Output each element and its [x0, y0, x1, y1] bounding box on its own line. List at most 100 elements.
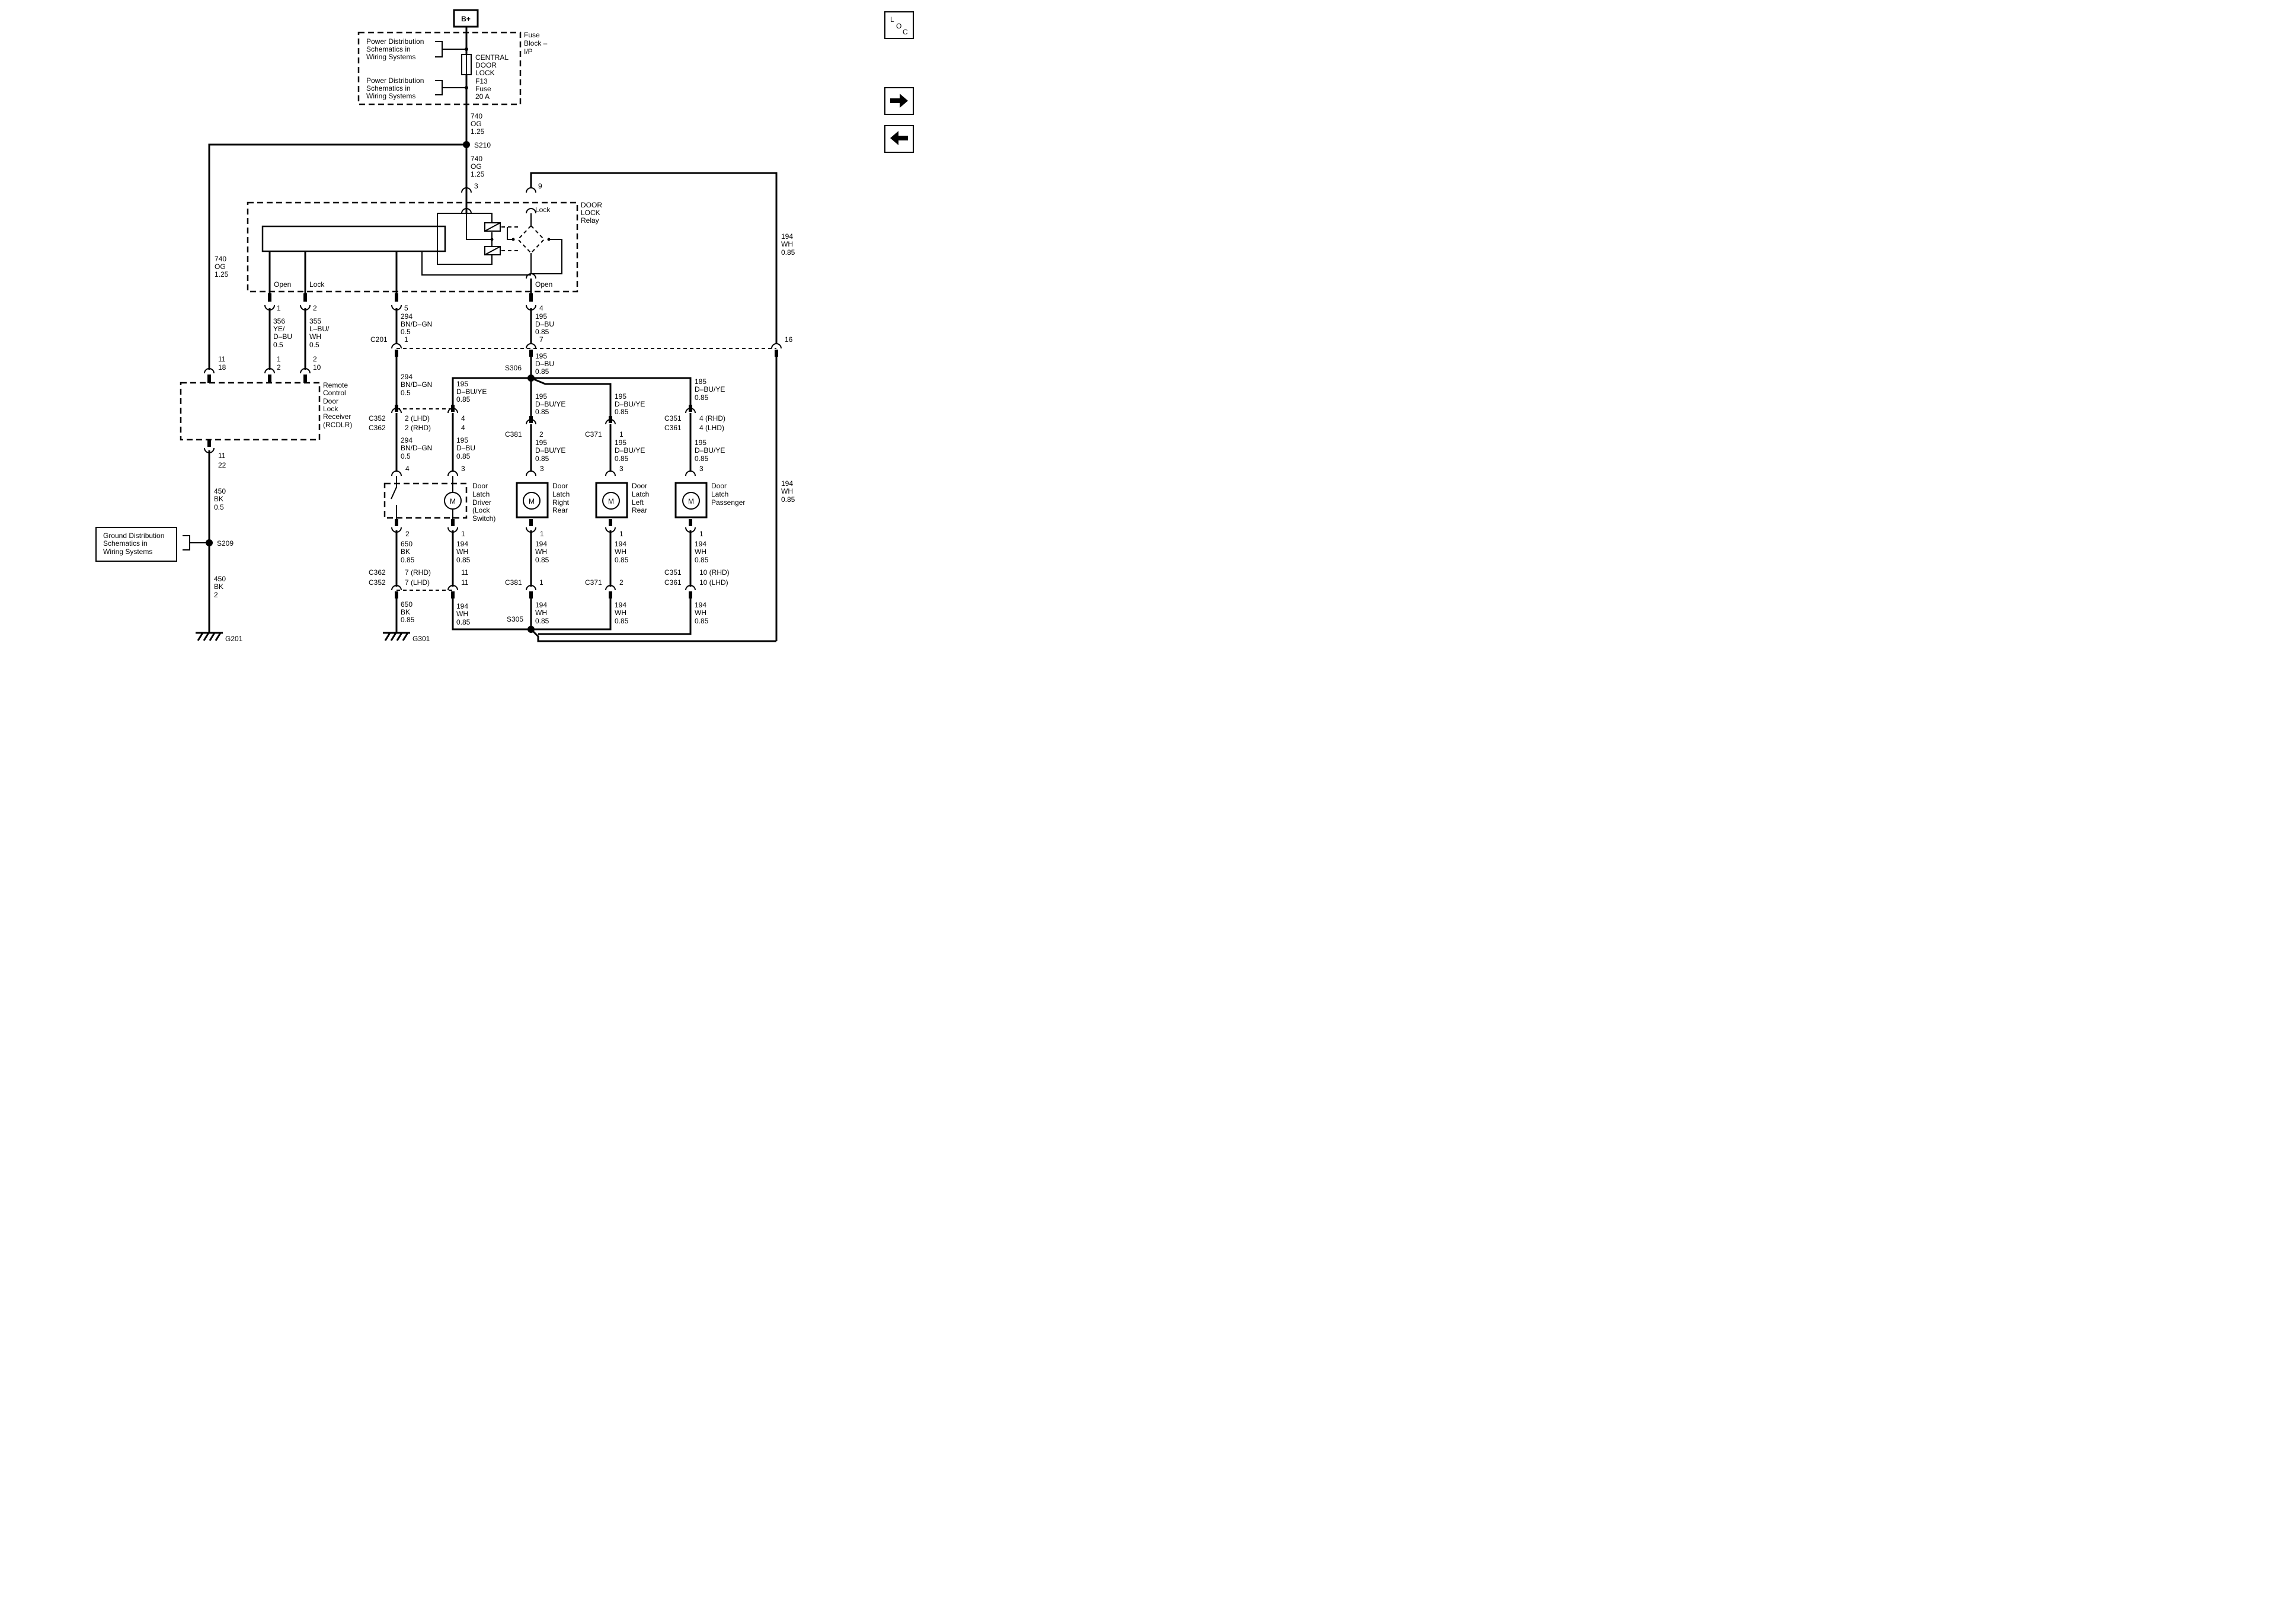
fuse-f13-label: CENTRAL DOOR LOCK F13 Fuse 20 A — [475, 53, 510, 101]
splice-s305-label: S305 — [507, 615, 523, 623]
fuse-block-label: Fuse Block – I/P — [524, 31, 549, 56]
c201-pin-1: 1 — [404, 335, 408, 344]
relay-lock-label: Lock — [535, 206, 551, 214]
door-lock-relay-label: DOOR LOCK Relay — [581, 201, 604, 225]
relay-pin-5: 5 — [404, 304, 408, 312]
driver-switch-pin-2: 2 — [405, 530, 410, 538]
lr-motor-pin-3: 3 — [619, 465, 623, 473]
rr-motor-pin-1: 1 — [540, 530, 544, 538]
ground-dist-ref-box — [95, 527, 177, 562]
rr-motor-pin-3: 3 — [540, 465, 544, 473]
arrow-left-icon[interactable] — [884, 125, 914, 153]
connector-c371-b: C371 — [585, 578, 602, 587]
wire-194-top — [465, 172, 778, 344]
pd-ref-2: Power Distribution Schematics in Wiring … — [366, 76, 426, 100]
loc-letter-o: O — [896, 22, 901, 30]
motor-passenger-icon — [682, 492, 700, 510]
connector-c381-b: C381 — [505, 578, 522, 587]
motor-rr-letter: M — [529, 497, 535, 505]
connector-c381: C381 — [505, 430, 522, 438]
relay-lock-left: Lock — [309, 280, 325, 289]
relay-logic-block — [261, 225, 446, 252]
splice-s306-label: S306 — [505, 364, 522, 372]
driver-latch-outline — [383, 482, 468, 519]
wire-740-to-rcdlr — [208, 143, 466, 370]
c362-pins: 7 (RHD)7 (LHD) — [405, 568, 431, 587]
ground-g301-icon — [383, 632, 410, 641]
relay-pin-2: 2 — [313, 304, 317, 312]
loc-letter-l: L — [890, 15, 894, 24]
pass-motor-pin-3: 3 — [699, 465, 703, 473]
motor-lr-letter: M — [608, 497, 614, 505]
motor-driver-icon — [444, 492, 462, 510]
loc-icon[interactable]: L O C — [884, 11, 914, 39]
c351-pins: 4 (RHD)4 (LHD) — [699, 414, 725, 432]
battery-terminal: B+ — [453, 9, 479, 28]
connector-c371: C371 — [585, 430, 602, 438]
wire-740-top: 740 OG 1.25 — [471, 112, 485, 136]
motor-pass-letter: M — [688, 497, 694, 505]
connector-c201: C201 — [370, 335, 388, 344]
pd-ref-1: Power Distribution Schematics in Wiring … — [366, 37, 426, 61]
relay-open-left: Open — [274, 280, 291, 289]
loc-letter-c: C — [903, 28, 908, 36]
ground-g301-label: G301 — [412, 635, 430, 643]
ground-g201-label: G201 — [225, 635, 243, 643]
relay-pin-9: 9 — [538, 182, 542, 190]
driver-motor-pin-1: 1 — [461, 530, 465, 538]
pd-ref-1-bracket — [435, 41, 466, 57]
c381-b-pin: 1 — [539, 578, 543, 587]
wire-740-left: 740 OG 1.25 — [215, 255, 229, 279]
driver-motor-pin-3: 3 — [461, 465, 465, 473]
relay-pin-1: 1 — [277, 304, 281, 312]
driver-switch-pin-4: 4 — [405, 465, 410, 473]
arrow-right-icon[interactable] — [884, 87, 914, 115]
c201-pin-7: 7 — [539, 335, 543, 344]
wire-740-mid: 740 OG 1.25 — [471, 155, 485, 178]
fuse-block-outline — [357, 31, 522, 105]
pass-motor-pin-1: 1 — [699, 530, 703, 538]
relay-pin-3: 3 — [474, 182, 478, 190]
battery-label: B+ — [461, 15, 471, 23]
motor-left-rear-icon — [602, 492, 620, 510]
c371-pin: 1 — [619, 430, 623, 438]
motor-right-rear-icon — [523, 492, 541, 510]
ground-g201-icon — [196, 632, 223, 641]
